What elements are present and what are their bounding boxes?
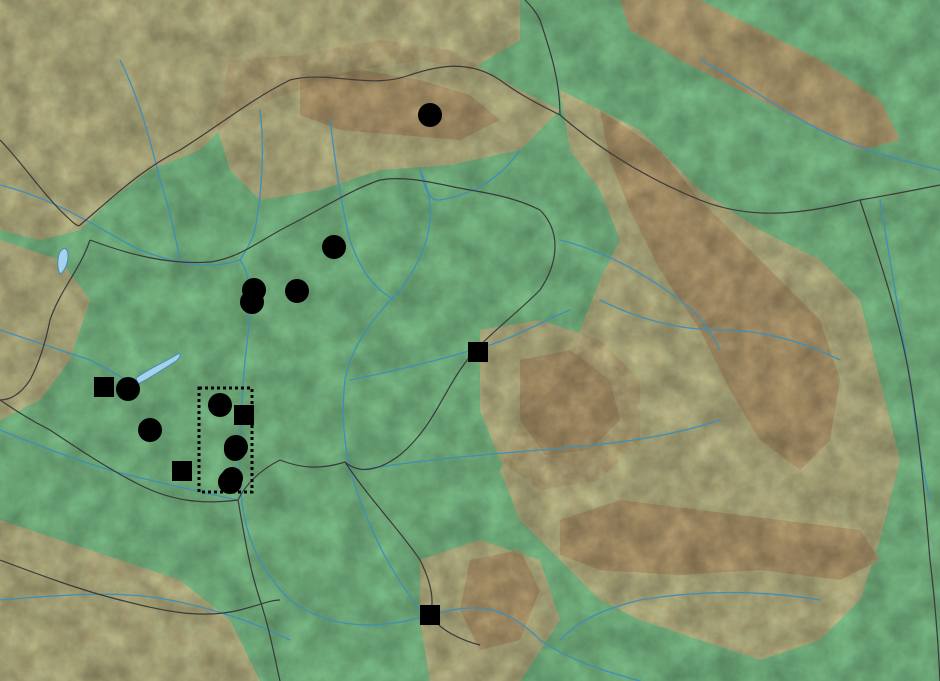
river-northeast-far: [699, 59, 940, 171]
border-serbia-romania: [344, 461, 481, 646]
river-sava: [0, 593, 291, 641]
river-north-1: [119, 59, 181, 261]
square-marker[interactable]: [468, 342, 488, 362]
circle-marker[interactable]: [285, 279, 309, 303]
river-east-2: [559, 239, 721, 351]
lakes: [57, 248, 181, 385]
square-marker[interactable]: [420, 605, 440, 625]
square-marker[interactable]: [172, 461, 192, 481]
river-north-3: [329, 119, 396, 301]
highlight-box: [197, 386, 254, 494]
border-hungary-serbia: [237, 459, 346, 501]
lake-balaton: [135, 353, 181, 385]
river-drava: [0, 429, 239, 501]
circle-marker[interactable]: [322, 235, 346, 259]
circle-marker[interactable]: [208, 393, 232, 417]
circle-marker[interactable]: [418, 103, 442, 127]
border-southwest: [0, 559, 281, 615]
river-south-1: [559, 591, 821, 641]
border-west-far: [0, 139, 81, 227]
markers: [94, 103, 488, 625]
circle-marker[interactable]: [221, 467, 243, 489]
border-romania-moldova: [859, 199, 940, 681]
river-northeast: [419, 149, 521, 201]
border-romania-ukraine: [559, 114, 940, 214]
lake-neusiedl: [57, 248, 69, 275]
river-mures: [359, 419, 721, 471]
border-north: [79, 65, 561, 226]
circle-marker[interactable]: [138, 418, 162, 442]
circle-marker[interactable]: [240, 290, 264, 314]
river-east-1: [599, 299, 841, 361]
border-hungary-romania: [344, 209, 556, 470]
border-northeast: [524, 0, 561, 116]
border-hungary-croatia: [0, 399, 239, 503]
square-marker[interactable]: [234, 405, 254, 425]
circle-marker[interactable]: [224, 439, 246, 461]
rivers: [0, 59, 940, 681]
river-north-2: [239, 109, 264, 261]
border-austria-hungary: [0, 239, 91, 401]
border-slovakia-hungary: [89, 178, 541, 264]
river-tisza: [342, 169, 432, 611]
border-serbia-croatia: [237, 499, 281, 681]
circle-marker[interactable]: [116, 377, 140, 401]
square-marker[interactable]: [94, 377, 114, 397]
